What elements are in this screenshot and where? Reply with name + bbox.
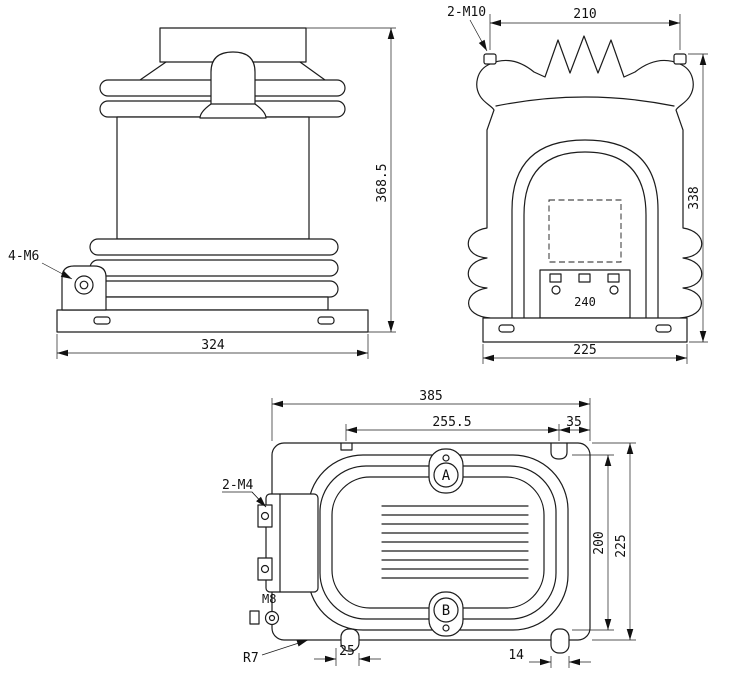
side-arch-inner bbox=[523, 151, 647, 319]
plan-overall-width-dimension: 385 bbox=[271, 389, 591, 441]
plan-edge-offset-dimension: 35 bbox=[559, 415, 590, 434]
plan-view: A B M8 385 255 bbox=[222, 389, 636, 668]
ground-bolt-side bbox=[249, 610, 260, 625]
side-terminal-block-body bbox=[539, 269, 631, 319]
plan-bottom-slot-right bbox=[550, 628, 570, 654]
front-height-value: 368.5 bbox=[375, 163, 390, 202]
front-bracket-bolt-hole bbox=[79, 280, 89, 290]
side-base-plate bbox=[482, 317, 688, 343]
front-body bbox=[116, 116, 310, 240]
side-shoulder-line bbox=[495, 96, 675, 107]
side-arch-outer bbox=[511, 139, 659, 319]
leader-line bbox=[469, 19, 488, 52]
side-base-width-dimension: 225 bbox=[482, 343, 688, 364]
terminal-b-circle bbox=[433, 597, 459, 623]
plan-slot-right-dimension: 14 bbox=[508, 648, 591, 668]
front-neck-lines bbox=[139, 61, 326, 81]
side-crown-profile bbox=[489, 35, 681, 78]
terminal-a-housing bbox=[428, 448, 464, 494]
plan-edge-offset-value: 35 bbox=[566, 415, 582, 430]
plan-radius-callout: R7 bbox=[243, 639, 309, 666]
side-base-width-value: 225 bbox=[573, 343, 596, 358]
plan-top-slot bbox=[550, 442, 568, 460]
side-base-slot-left bbox=[498, 324, 515, 333]
front-lower-shed-3 bbox=[89, 280, 339, 298]
terminal-lug-lower-hole bbox=[260, 564, 270, 574]
side-terminal-bolt bbox=[549, 273, 562, 283]
terminal-b-hole bbox=[442, 624, 450, 632]
plan-bolt-label: 2-M4 bbox=[222, 478, 253, 493]
side-core-window bbox=[548, 199, 622, 263]
side-terminal-hole bbox=[551, 285, 561, 295]
front-primary-terminal bbox=[199, 51, 267, 119]
plan-radius-label: R7 bbox=[243, 651, 259, 666]
plan-plate-height-value: 225 bbox=[614, 534, 629, 557]
leader-line bbox=[251, 491, 267, 508]
ground-label: M8 bbox=[262, 592, 276, 606]
front-width-dimension: 324 bbox=[56, 334, 369, 359]
plan-slot-left-value: 25 bbox=[339, 644, 355, 659]
plan-terminal-b: B bbox=[428, 591, 464, 637]
terminal-a-label: A bbox=[442, 468, 451, 484]
plan-core-hatch bbox=[381, 505, 529, 579]
side-terminal-block: 240 bbox=[539, 269, 631, 319]
side-top-bolt-right bbox=[673, 53, 687, 65]
plan-ground-terminal: M8 bbox=[249, 592, 280, 626]
terminal-b-housing bbox=[428, 591, 464, 637]
front-base-plate bbox=[56, 309, 369, 333]
ground-bolt-hole bbox=[268, 614, 276, 622]
plan-bolt-callout: 2-M4 bbox=[222, 478, 267, 508]
terminal-a-hole bbox=[442, 454, 450, 462]
side-bolt-label: 2-M10 bbox=[447, 5, 486, 20]
side-left-profile bbox=[467, 63, 495, 319]
leader-line bbox=[261, 639, 309, 656]
front-width-value: 324 bbox=[201, 338, 225, 353]
front-base-slot-left bbox=[93, 316, 111, 325]
side-base-slot-right bbox=[655, 324, 672, 333]
front-bolt-label: 4-M6 bbox=[8, 249, 39, 264]
plan-body-height-value: 200 bbox=[592, 531, 607, 554]
terminal-lug-upper-hole bbox=[260, 511, 270, 521]
side-view: 240 210 338 225 2-M10 bbox=[447, 5, 708, 364]
front-lower-shed-2 bbox=[89, 259, 339, 277]
side-terminal-bolt bbox=[607, 273, 620, 283]
extension-lines bbox=[271, 398, 591, 441]
terminal-box-body bbox=[265, 493, 319, 593]
terminal-lug-upper bbox=[257, 504, 273, 528]
terminal-lug-lower bbox=[257, 557, 273, 581]
side-terminal-hole bbox=[609, 285, 619, 295]
front-bracket-bolt bbox=[74, 275, 94, 295]
leader-line bbox=[41, 262, 73, 280]
side-terminal-value: 240 bbox=[574, 295, 596, 309]
plan-slot-left-dimension: 25 bbox=[314, 644, 381, 666]
ground-bolt-head bbox=[264, 610, 280, 626]
front-height-dimension: 368.5 bbox=[306, 27, 396, 333]
side-top-width-dimension: 210 bbox=[489, 7, 681, 50]
plan-inner-width-value: 255.5 bbox=[432, 415, 471, 430]
terminal-a-circle bbox=[433, 462, 459, 488]
extension-lines bbox=[550, 656, 570, 668]
front-flange bbox=[99, 296, 329, 311]
side-height-value: 338 bbox=[687, 186, 702, 209]
plan-overall-width-value: 385 bbox=[419, 389, 442, 404]
plan-secondary-terminal-box bbox=[257, 493, 319, 593]
front-bolt-callout: 4-M6 bbox=[8, 249, 73, 280]
front-view: 368.5 324 4-M6 bbox=[8, 27, 396, 359]
plan-plate-height-dimension: 225 bbox=[592, 442, 636, 641]
front-mounting-bracket bbox=[61, 265, 107, 311]
side-height-dimension: 338 bbox=[687, 53, 708, 343]
plan-inner-width-dimension: 255.5 bbox=[345, 415, 560, 441]
plan-terminal-a: A bbox=[428, 448, 464, 494]
plan-top-notch bbox=[340, 442, 353, 451]
front-base-slot-right bbox=[317, 316, 335, 325]
side-terminal-bolt bbox=[578, 273, 591, 283]
plan-slot-right-value: 14 bbox=[508, 648, 524, 663]
side-bolt-callout: 2-M10 bbox=[447, 5, 488, 52]
plan-body-height-dimension: 200 bbox=[572, 454, 614, 631]
side-top-width-value: 210 bbox=[573, 7, 596, 22]
side-top-bolt-left bbox=[483, 53, 497, 65]
terminal-b-label: B bbox=[442, 603, 450, 619]
front-lower-shed-1 bbox=[89, 238, 339, 256]
